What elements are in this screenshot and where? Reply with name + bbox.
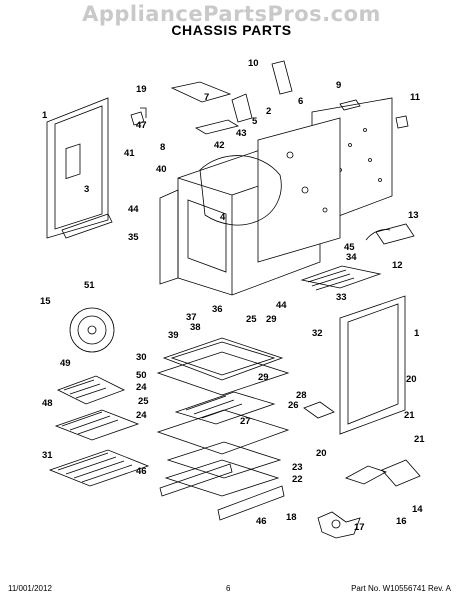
callout-label-49: 49 — [60, 358, 71, 369]
footer-page-number: 6 — [226, 584, 231, 593]
callout-label-20: 20 — [316, 448, 327, 459]
part-26-bracket — [303, 401, 335, 419]
callout-label-1: 1 — [414, 328, 420, 339]
callout-label-14: 14 — [412, 504, 423, 515]
terminal-block — [365, 223, 415, 245]
callout-label-8: 8 — [160, 142, 165, 153]
watermark-text: AppliancePartsPros.com — [82, 2, 381, 26]
callout-label-26: 26 — [288, 400, 299, 411]
oven-chassis — [159, 117, 341, 296]
sensor-bracket — [130, 107, 147, 126]
callout-label-45: 45 — [344, 242, 355, 253]
callout-label-48: 48 — [42, 398, 53, 409]
callout-label-17: 17 — [354, 522, 365, 533]
lower-panels — [159, 441, 285, 521]
footer-date: 11/001/2012 — [8, 584, 52, 593]
part-10-bracket — [271, 60, 293, 95]
callout-label-20: 20 — [406, 374, 417, 385]
callout-label-28: 28 — [296, 390, 307, 401]
broil-element — [300, 265, 382, 291]
callout-label-32: 32 — [312, 328, 323, 339]
callout-label-34: 34 — [346, 252, 357, 263]
callout-label-4: 4 — [220, 212, 226, 223]
callout-label-24: 24 — [136, 382, 147, 393]
callout-label-24: 24 — [136, 410, 147, 421]
callout-label-31: 31 — [42, 450, 53, 461]
callout-label-44: 44 — [128, 204, 139, 215]
callout-label-10: 10 — [248, 58, 259, 69]
callout-label-21: 21 — [404, 410, 415, 421]
bake-element — [156, 391, 290, 455]
footer-part-number: Part No. W10556741 Rev. A — [351, 584, 451, 593]
callout-label-46: 46 — [256, 516, 267, 527]
callout-label-2: 2 — [266, 106, 271, 117]
convection-fan — [69, 307, 115, 353]
callout-label-41: 41 — [124, 148, 135, 159]
callout-label-42: 42 — [214, 140, 225, 151]
callout-label-22: 22 — [292, 474, 303, 485]
callout-label-43: 43 — [236, 128, 247, 139]
callout-label-47: 47 — [136, 120, 147, 131]
fan-motor-assembly — [317, 459, 421, 539]
callout-label-7: 7 — [204, 92, 209, 103]
callout-label-3: 3 — [84, 184, 89, 195]
callout-label-29: 29 — [258, 372, 269, 383]
side-panel-right — [339, 295, 406, 435]
callout-label-44: 44 — [276, 300, 287, 311]
callout-label-12: 12 — [392, 260, 403, 271]
callout-label-6: 6 — [298, 96, 303, 107]
callout-label-19: 19 — [136, 84, 147, 95]
callout-label-27: 27 — [240, 416, 251, 427]
callout-label-1: 1 — [42, 110, 48, 121]
callout-label-5: 5 — [252, 116, 258, 127]
callout-label-11: 11 — [410, 92, 421, 103]
top-vent-bracket — [170, 81, 253, 135]
callout-label-16: 16 — [396, 516, 407, 527]
callout-label-46: 46 — [136, 466, 147, 477]
callout-label-35: 35 — [128, 232, 139, 243]
callout-label-18: 18 — [286, 512, 297, 523]
callout-label-50: 50 — [136, 370, 147, 381]
callout-label-15: 15 — [40, 296, 51, 307]
broiler-pan — [156, 337, 290, 396]
oven-door-frame — [46, 97, 113, 239]
callout-label-25: 25 — [138, 396, 149, 407]
callout-label-29: 29 — [266, 314, 277, 325]
callout-label-37: 37 — [186, 312, 197, 323]
page-title: CHASSIS PARTS — [171, 22, 292, 38]
callout-label-40: 40 — [156, 164, 167, 175]
callout-label-39: 39 — [168, 330, 179, 341]
callout-label-33: 33 — [336, 292, 347, 303]
insulation-blanket — [199, 155, 282, 226]
callout-label-21: 21 — [414, 434, 425, 445]
callout-label-25: 25 — [246, 314, 257, 325]
callout-label-38: 38 — [190, 322, 201, 333]
oven-racks — [48, 375, 150, 487]
callout-label-51: 51 — [84, 280, 95, 291]
callout-label-36: 36 — [212, 304, 223, 315]
callout-label-30: 30 — [136, 352, 147, 363]
callout-label-23: 23 — [292, 462, 303, 473]
callout-label-13: 13 — [408, 210, 419, 221]
callout-label-9: 9 — [336, 80, 341, 91]
